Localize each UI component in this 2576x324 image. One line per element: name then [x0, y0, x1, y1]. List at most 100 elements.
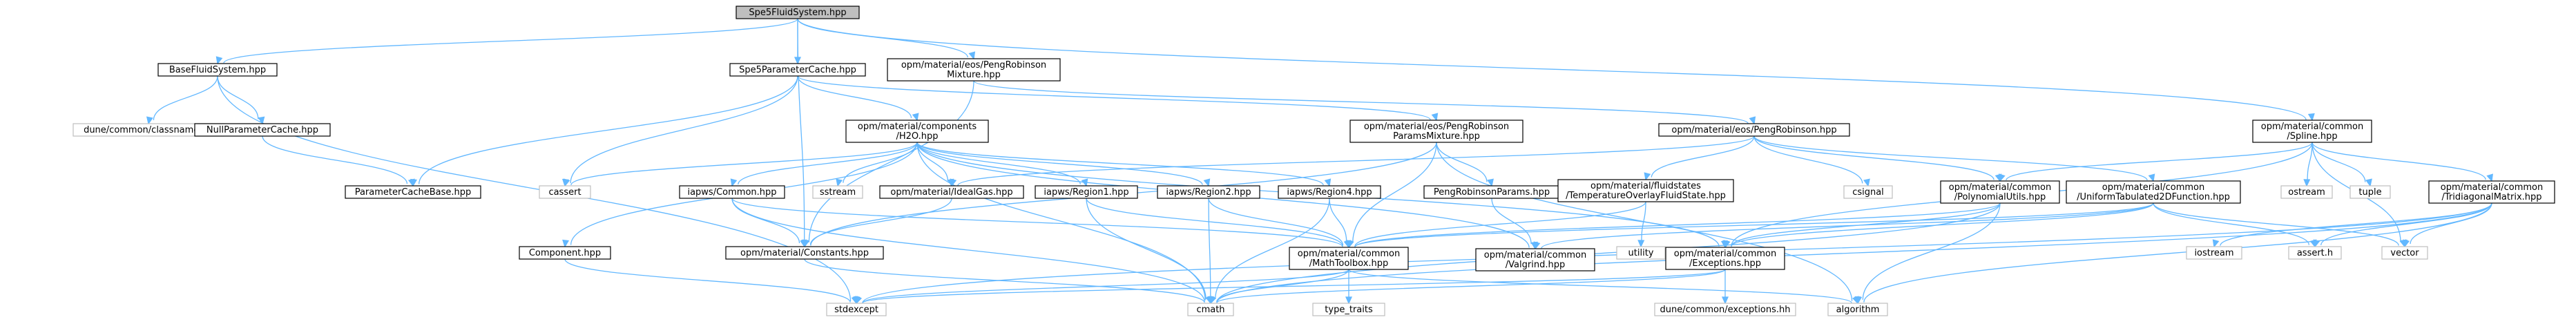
- edge-arrowhead: [836, 178, 843, 187]
- edge-polyutils-to-mathtoolbox: [1347, 202, 2001, 249]
- node-tridiag[interactable]: opm/material/common/TridiagonalMatrix.hp…: [2428, 180, 2555, 204]
- node-label: opm/material/fluidstates: [1590, 181, 1701, 191]
- node-spline[interactable]: opm/material/common/Spline.hpp: [2252, 120, 2372, 143]
- node-component[interactable]: Component.hpp: [519, 246, 611, 260]
- edge-line: [738, 142, 918, 185]
- edge-arrowhead: [1324, 178, 1332, 187]
- node-root[interactable]: Spe5FluidSystem.hpp: [736, 6, 860, 19]
- node-base[interactable]: BaseFluidSystem.hpp: [157, 63, 278, 77]
- edge-h2o-to-cassert: [563, 142, 918, 187]
- edge-spline-to-tridiag: [2311, 142, 2493, 182]
- edge-arrowhead: [1347, 240, 1354, 249]
- edge-line: [1753, 135, 2148, 181]
- node-box: [2186, 246, 2242, 260]
- edge-line: [916, 142, 949, 181]
- edge-line: [1731, 202, 2154, 247]
- edge-tridiag-to-vector: [2403, 202, 2492, 248]
- edge-line: [957, 135, 1755, 186]
- node-label: opm/material/eos/PengRobinson: [1364, 122, 1509, 132]
- edge-line: [731, 198, 1205, 303]
- node-label: /H2O.hpp: [896, 131, 938, 142]
- edge-line: [2006, 142, 2313, 181]
- node-duneexc: dune/common/exceptions.hh: [1654, 303, 1796, 316]
- node-region4[interactable]: iapws/Region4.hpp: [1278, 185, 1381, 199]
- edge-arrowhead: [2212, 239, 2220, 248]
- node-box: [2381, 246, 2428, 260]
- edge-region1-to-cmath: [1086, 198, 1214, 305]
- edge-line: [217, 75, 259, 120]
- edge-line: [1086, 198, 1207, 300]
- node-iapwscommon[interactable]: iapws/Common.hpp: [679, 185, 785, 199]
- node-exceptions[interactable]: opm/material/common/Exceptions.hpp: [1665, 247, 1785, 270]
- edge-arrowhead: [968, 51, 976, 60]
- edge-line: [1491, 198, 1532, 245]
- node-region1[interactable]: iapws/Region1.hpp: [1035, 185, 1138, 199]
- node-box: [1616, 246, 1666, 260]
- node-tempoverlay[interactable]: opm/material/fluidstates/TemperatureOver…: [1557, 179, 1734, 202]
- edge-arrowhead: [2148, 173, 2155, 182]
- edge-spe5pc-to-cassert: [561, 75, 798, 187]
- edge-spe5pc-to-pcbase: [410, 75, 798, 187]
- node-label: iapws/Region1.hpp: [1044, 187, 1128, 198]
- node-label: /Spline.hpp: [2287, 131, 2337, 142]
- edge-arrowhead: [1533, 241, 1541, 250]
- node-box: [1312, 303, 1385, 316]
- node-box: [519, 246, 611, 260]
- edge-line: [1436, 142, 1488, 182]
- edge-pr-to-csignal: [1753, 135, 1870, 187]
- node-h2o[interactable]: opm/material/components/H2O.hpp: [845, 120, 989, 143]
- node-box: [1187, 303, 1234, 316]
- edge-line: [2410, 202, 2492, 245]
- edge-arrowhead: [1721, 296, 1729, 305]
- node-label: iapws/Region2.hpp: [1166, 187, 1251, 198]
- node-constants[interactable]: opm/material/Constants.hpp: [725, 246, 884, 260]
- edge-arrowhead: [215, 56, 223, 65]
- edge-prmixture-to-pr: [973, 80, 1756, 125]
- edge-component-to-stdexcept: [564, 258, 858, 305]
- edge-idealgas-to-constants: [802, 198, 952, 248]
- node-nullpc[interactable]: NullParameterCache.hpp: [194, 123, 331, 137]
- edge-line: [223, 18, 798, 64]
- node-label: opm/material/IdealGas.hpp: [890, 187, 1012, 198]
- edge-line: [570, 142, 918, 186]
- edge-arrowhead: [802, 239, 810, 248]
- node-label: PengRobinsonParams.hpp: [1434, 187, 1550, 198]
- edge-pr-to-ut2d: [1753, 135, 2155, 182]
- node-polyutils[interactable]: opm/material/common/PolynomialUtils.hpp: [1940, 180, 2060, 204]
- edge-arrowhead: [2303, 179, 2311, 187]
- edge-layer: [146, 18, 2493, 305]
- node-label: opm/material/common: [1484, 250, 1587, 260]
- edge-line: [731, 198, 1343, 247]
- node-idealgas[interactable]: opm/material/IdealGas.hpp: [879, 185, 1024, 199]
- node-valgrind[interactable]: opm/material/common/Valgrind.hpp: [1475, 248, 1595, 271]
- node-box: [157, 63, 278, 77]
- edge-mathtoolbox-to-algorithm: [1348, 269, 1859, 305]
- node-label: /Exceptions.hpp: [1689, 258, 1761, 269]
- node-pr[interactable]: opm/material/eos/PengRobinson.hpp: [1658, 123, 1850, 137]
- node-spe5pc[interactable]: Spe5ParameterCache.hpp: [729, 63, 866, 77]
- node-box: [2428, 180, 2555, 204]
- node-prparamsmix[interactable]: opm/material/eos/PengRobinsonParamsMixtu…: [1349, 120, 1524, 143]
- node-pcbase[interactable]: ParameterCacheBase.hpp: [345, 185, 481, 199]
- node-label: opm/material/Constants.hpp: [740, 248, 869, 258]
- edge-arrowhead: [1644, 172, 1651, 181]
- edge-line: [916, 142, 1081, 184]
- node-label: assert.h: [2297, 248, 2333, 258]
- edge-h2o-to-iapwscommon: [730, 142, 918, 187]
- node-mathtoolbox[interactable]: opm/material/common/MathToolbox.hpp: [1289, 247, 1409, 270]
- edge-arrowhead: [1723, 240, 1731, 249]
- node-prparams[interactable]: PengRobinsonParams.hpp: [1423, 185, 1560, 199]
- edge-line: [1216, 269, 1726, 303]
- node-typetraits: type_traits: [1312, 303, 1385, 316]
- edge-line: [809, 198, 952, 245]
- node-box: [725, 246, 884, 260]
- edge-base-to-nullpc: [217, 75, 265, 125]
- node-box: [1157, 185, 1260, 199]
- edge-line: [804, 258, 1205, 303]
- node-box: [1475, 248, 1595, 271]
- node-asserth: assert.h: [2288, 246, 2342, 260]
- node-ut2d[interactable]: opm/material/common/UniformTabulated2DFu…: [2066, 180, 2241, 204]
- node-region2[interactable]: iapws/Region2.hpp: [1157, 185, 1260, 199]
